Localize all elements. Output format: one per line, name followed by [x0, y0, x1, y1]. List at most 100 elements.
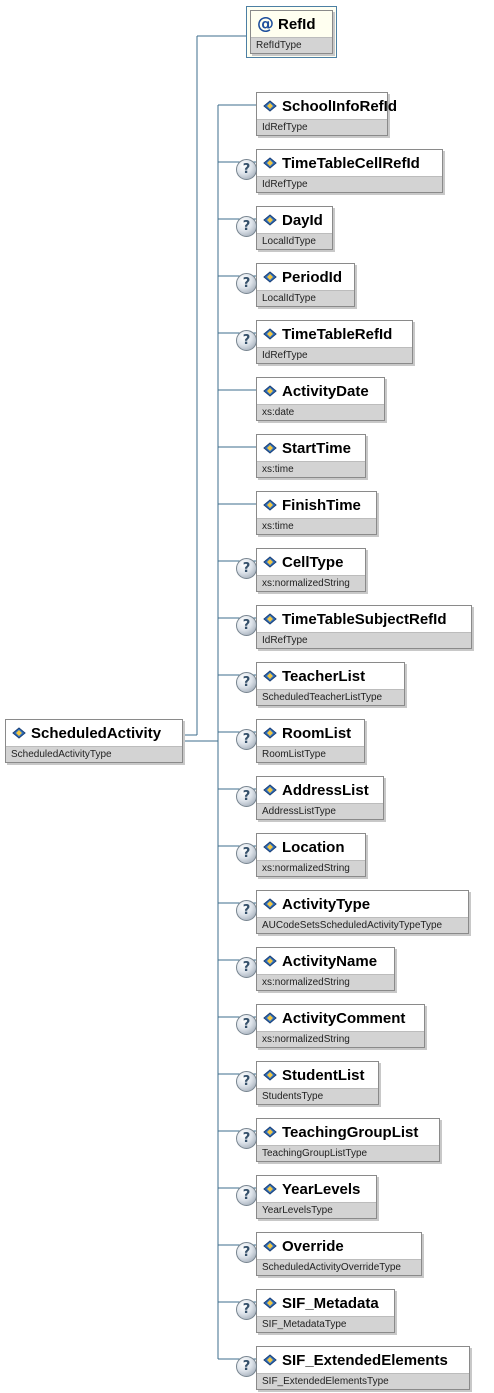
- element-type: SIF_MetadataType: [257, 1316, 394, 1332]
- element-icon: [263, 670, 277, 682]
- optional-marker-icon: ?: [236, 216, 257, 237]
- element-type: xs:normalizedString: [257, 974, 394, 990]
- attribute-type: RefIdType: [251, 37, 332, 53]
- element-type: xs:date: [257, 404, 384, 420]
- element-name: TeachingGroupList: [282, 1123, 419, 1141]
- optional-marker-icon: ?: [236, 843, 257, 864]
- element-name: FinishTime: [282, 496, 361, 514]
- element-icon: [263, 442, 277, 454]
- element-type: LocalIdType: [257, 233, 332, 249]
- element-name: SchoolInfoRefId: [282, 97, 397, 115]
- element-icon: [263, 499, 277, 511]
- optional-marker-icon: ?: [236, 1356, 257, 1377]
- attribute-refid-box[interactable]: @ RefId RefIdType: [246, 6, 337, 58]
- element-icon: [263, 328, 277, 340]
- element-icon: [263, 100, 277, 112]
- element-name: AddressList: [282, 781, 369, 799]
- optional-marker-icon: ?: [236, 672, 257, 693]
- optional-marker-icon: ?: [236, 159, 257, 180]
- element-type: xs:normalizedString: [257, 1031, 424, 1047]
- element-icon: [263, 157, 277, 169]
- element-node[interactable]: FinishTime xs:time: [256, 491, 377, 535]
- element-type: xs:time: [257, 518, 376, 534]
- element-name: TimeTableSubjectRefId: [282, 610, 447, 628]
- element-type: xs:normalizedString: [257, 860, 365, 876]
- element-type: IdRefType: [257, 347, 412, 363]
- element-type: xs:normalizedString: [257, 575, 365, 591]
- root-element-name: ScheduledActivity: [31, 724, 162, 742]
- element-name: ActivityType: [282, 895, 371, 913]
- element-icon: [263, 1354, 277, 1366]
- element-icon: [263, 784, 277, 796]
- element-icon: [263, 385, 277, 397]
- element-icon: [263, 727, 277, 739]
- element-icon: [263, 1012, 277, 1024]
- element-type: ScheduledActivityOverrideType: [257, 1259, 421, 1275]
- element-icon: [263, 556, 277, 568]
- element-icon: [263, 1126, 277, 1138]
- optional-marker-icon: ?: [236, 1299, 257, 1320]
- optional-marker-icon: ?: [236, 1185, 257, 1206]
- element-name: ActivityComment: [282, 1009, 406, 1027]
- element-name: TimeTableRefId: [282, 325, 393, 343]
- optional-marker-icon: ?: [236, 1071, 257, 1092]
- element-name: TeacherList: [282, 667, 366, 685]
- element-name: DayId: [282, 211, 323, 229]
- root-element-type: ScheduledActivityType: [6, 746, 182, 762]
- element-name: Override: [282, 1237, 344, 1255]
- optional-marker-icon: ?: [236, 900, 257, 921]
- element-node[interactable]: ActivityName xs:normalizedString: [256, 947, 395, 991]
- element-name: ActivityName: [282, 952, 378, 970]
- element-type: RoomListType: [257, 746, 364, 762]
- element-type: SIF_ExtendedElementsType: [257, 1373, 469, 1389]
- optional-marker-icon: ?: [236, 1242, 257, 1263]
- element-icon: [263, 1069, 277, 1081]
- element-node[interactable]: CellType xs:normalizedString: [256, 548, 366, 592]
- element-icon: [263, 955, 277, 967]
- element-type: TeachingGroupListType: [257, 1145, 439, 1161]
- optional-marker-icon: ?: [236, 957, 257, 978]
- attribute-refid-node[interactable]: @ RefId RefIdType: [250, 10, 333, 54]
- element-type: YearLevelsType: [257, 1202, 376, 1218]
- element-type: IdRefType: [257, 176, 442, 192]
- at-icon: @: [257, 13, 274, 34]
- element-type: ScheduledTeacherListType: [257, 689, 404, 705]
- element-node[interactable]: ActivityDate xs:date: [256, 377, 385, 421]
- element-node[interactable]: ActivityComment xs:normalizedString: [256, 1004, 425, 1048]
- element-icon: [263, 1240, 277, 1252]
- attribute-name: RefId: [278, 15, 316, 33]
- optional-marker-icon: ?: [236, 1014, 257, 1035]
- element-name: StudentList: [282, 1066, 365, 1084]
- element-type: IdRefType: [257, 119, 387, 135]
- root-element-node[interactable]: ScheduledActivity ScheduledActivityType: [5, 719, 183, 763]
- element-type: AddressListType: [257, 803, 383, 819]
- element-name: SIF_Metadata: [282, 1294, 379, 1312]
- optional-marker-icon: ?: [236, 729, 257, 750]
- element-type: xs:time: [257, 461, 365, 477]
- element-name: StartTime: [282, 439, 351, 457]
- element-name: ActivityDate: [282, 382, 369, 400]
- optional-marker-icon: ?: [236, 786, 257, 807]
- optional-marker-icon: ?: [236, 330, 257, 351]
- element-type: IdRefType: [257, 632, 471, 648]
- element-name: TimeTableCellRefId: [282, 154, 420, 172]
- element-name: CellType: [282, 553, 344, 571]
- element-node[interactable]: StartTime xs:time: [256, 434, 366, 478]
